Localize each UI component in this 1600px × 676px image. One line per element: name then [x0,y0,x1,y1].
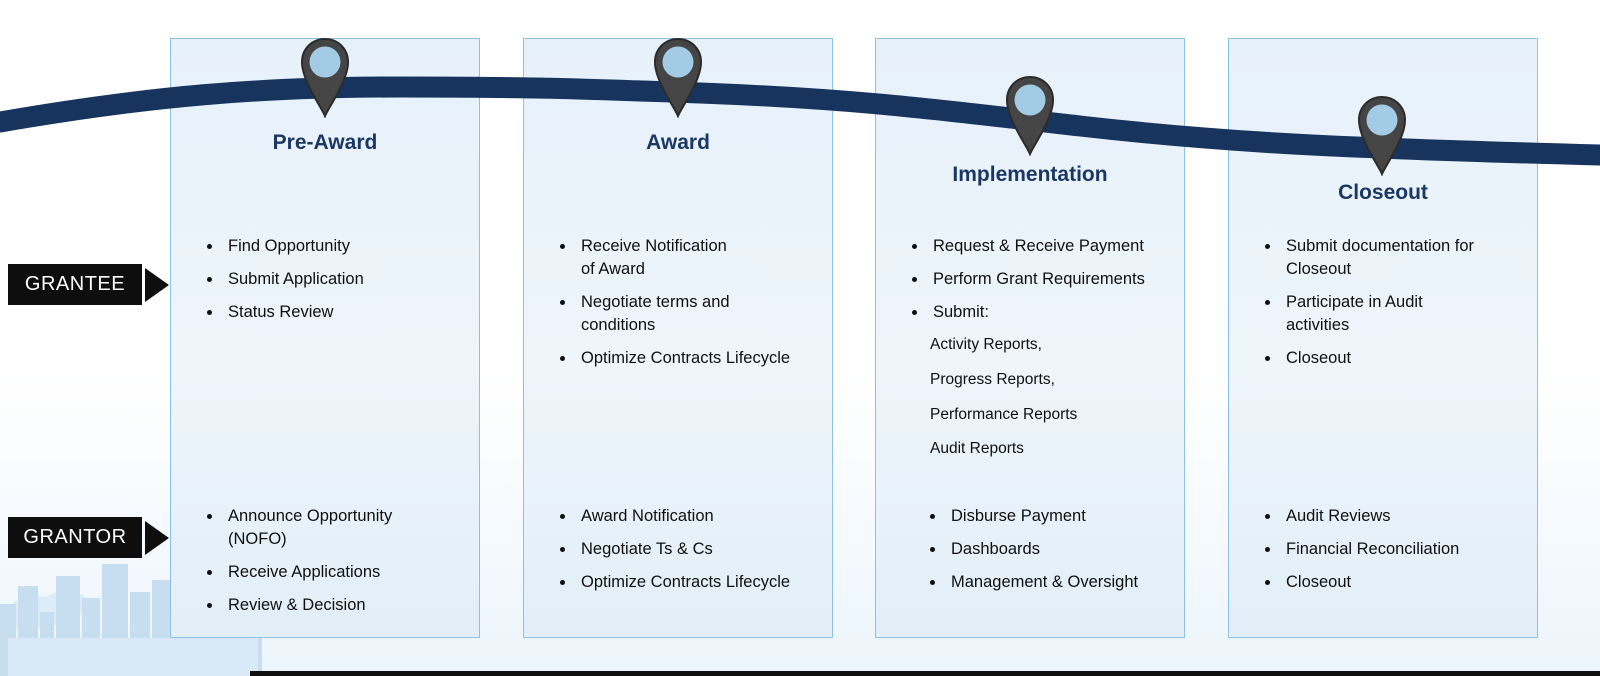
grantee-label-box: GRANTEE [8,264,142,305]
phase-title-closeout: Closeout [1338,181,1428,204]
list-item: Find Opportunity [223,235,471,258]
grantee-activities-list: Submit documentation for Closeout Partic… [1247,235,1529,380]
list-item: Award Notification [576,505,824,528]
list-item: Submit Application [223,268,471,291]
list-item: Management & Oversight [946,571,1176,594]
grantee-row-label: GRANTEE [8,264,169,305]
map-pin-icon [1005,75,1055,156]
list-item: Review & Decision [223,594,471,617]
map-pin-icon [1357,95,1407,176]
list-item: Status Review [223,301,471,324]
map-pin-icon [653,37,703,118]
list-item: Financial Reconciliation [1281,538,1529,561]
right-arrow-icon [145,520,169,555]
list-item: Submit: [928,301,1176,324]
list-item: Optimize Contracts Lifecycle [576,347,824,370]
grantor-label-box: GRANTOR [8,517,142,558]
list-item: Dashboards [946,538,1176,561]
map-pin-icon [300,37,350,118]
phase-panel-pre-award: Pre-Award Find Opportunity Submit Applic… [170,38,480,638]
grantee-activities-list: Receive Notification of Award Negotiate … [542,235,824,380]
sub-list-item: Performance Reports [930,405,1078,423]
sub-list-item: Activity Reports, [930,336,1042,354]
phase-title-pre-award: Pre-Award [272,131,378,154]
list-item: Submit documentation for Closeout [1281,235,1529,281]
phase-panel-award: Award Receive Notification of Award Nego… [523,38,833,638]
list-item: Closeout [1281,347,1529,370]
list-item: Receive Notification of Award [576,235,824,281]
sub-list-item: Audit Reports [930,440,1024,458]
list-item: Audit Reviews [1281,505,1529,528]
grantee-activities-list: Request & Receive Payment Perform Grant … [894,235,1176,473]
list-item: Participate in Audit activities [1281,291,1529,337]
grantor-activities-list: Disburse Payment Dashboards Management &… [894,505,1176,604]
list-item: Negotiate Ts & Cs [576,538,824,561]
phase-title-implementation: Implementation [952,163,1108,186]
grantor-row-label: GRANTOR [8,517,169,558]
grantor-activities-list: Audit Reviews Financial Reconciliation C… [1247,505,1529,604]
list-item: Negotiate terms and conditions [576,291,824,337]
bottom-edge-bar [250,671,1600,676]
phase-title-award: Award [646,131,710,154]
grantor-activities-list: Announce Opportunity (NOFO) Receive Appl… [189,505,471,627]
list-item: Receive Applications [223,561,471,584]
sub-list-item: Progress Reports, [930,370,1055,388]
buildings-back-shape [8,638,258,676]
grantor-activities-list: Award Notification Negotiate Ts & Cs Opt… [542,505,824,604]
list-item: Optimize Contracts Lifecycle [576,571,824,594]
list-item: Closeout [1281,571,1529,594]
grantee-activities-list: Find Opportunity Submit Application Stat… [189,235,471,334]
list-item: Perform Grant Requirements [928,268,1176,291]
list-item: Disburse Payment [946,505,1176,528]
list-item: Request & Receive Payment [928,235,1176,258]
right-arrow-icon [145,267,169,302]
list-item: Announce Opportunity (NOFO) [223,505,471,551]
